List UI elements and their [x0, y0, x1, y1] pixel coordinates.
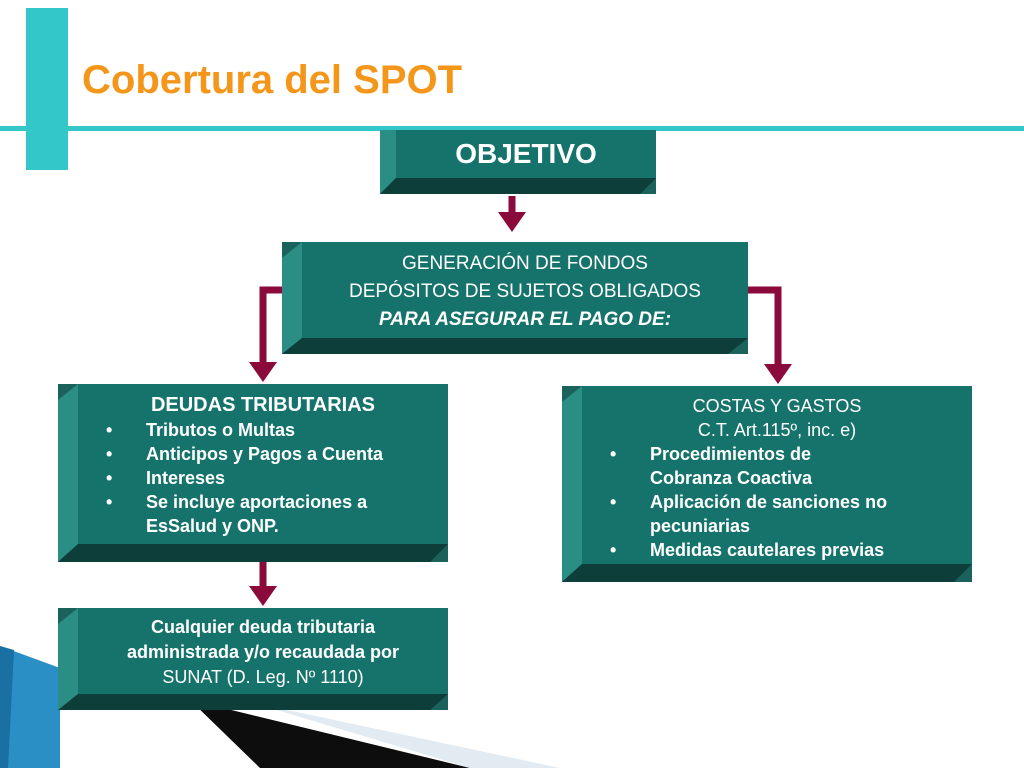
node-objetivo: OBJETIVO — [380, 130, 656, 194]
list-item: •Procedimientos de Cobranza Coactiva — [610, 444, 813, 488]
arrowhead-costas — [764, 364, 792, 384]
list-item: •Medidas cautelares previas — [610, 540, 885, 560]
node-cualquier-deuda: Cualquier deuda tributaria administrada … — [58, 608, 448, 710]
accent-bar — [26, 8, 68, 170]
cualquier-line1: Cualquier deuda tributaria — [150, 616, 376, 637]
accent-line — [0, 126, 1024, 131]
arrowhead-generacion — [498, 212, 526, 232]
objetivo-label: OBJETIVO — [455, 138, 597, 169]
arrowhead-deudas — [249, 362, 277, 382]
node-costas-gastos: COSTAS Y GASTOS C.T. Art.115º, inc. e) •… — [562, 386, 972, 582]
list-item: •Anticipos y Pagos a Cuenta — [106, 444, 384, 464]
node-generacion: GENERACIÓN DE FONDOS DEPÓSITOS DE SUJETO… — [282, 242, 748, 354]
list-item: •Intereses — [106, 468, 226, 488]
deudas-heading: DEUDAS TRIBUTARIAS — [150, 394, 376, 416]
deudas-list: •Tributos o Multas •Anticipos y Pagos a … — [78, 418, 448, 538]
connector-generacion-costas — [748, 286, 782, 366]
page-title: Cobertura del SPOT — [82, 58, 463, 102]
cualquier-line3: SUNAT (D. Leg. Nº 1110) — [162, 666, 364, 687]
generacion-line3: PARA ASEGURAR EL PAGO DE: — [378, 309, 672, 330]
list-item: •Se incluye aportaciones a EsSalud y ONP… — [106, 492, 368, 536]
generacion-line2: DEPÓSITOS DE SUJETOS OBLIGADOS — [349, 281, 701, 302]
list-item: •Tributos o Multas — [106, 420, 296, 440]
node-deudas-tributarias: DEUDAS TRIBUTARIAS •Tributos o Multas •A… — [58, 384, 448, 562]
generacion-line1: GENERACIÓN DE FONDOS — [402, 253, 648, 274]
cualquier-line2: administrada y/o recaudada por — [126, 641, 400, 662]
costas-heading2: C.T. Art.115º, inc. e) — [697, 420, 857, 440]
costas-list: •Procedimientos de Cobranza Coactiva •Ap… — [582, 442, 972, 562]
costas-heading1: COSTAS Y GASTOS — [692, 396, 862, 416]
arrowhead-cualquier — [249, 586, 277, 606]
list-item: •Aplicación de sanciones no pecuniarias — [610, 492, 888, 536]
